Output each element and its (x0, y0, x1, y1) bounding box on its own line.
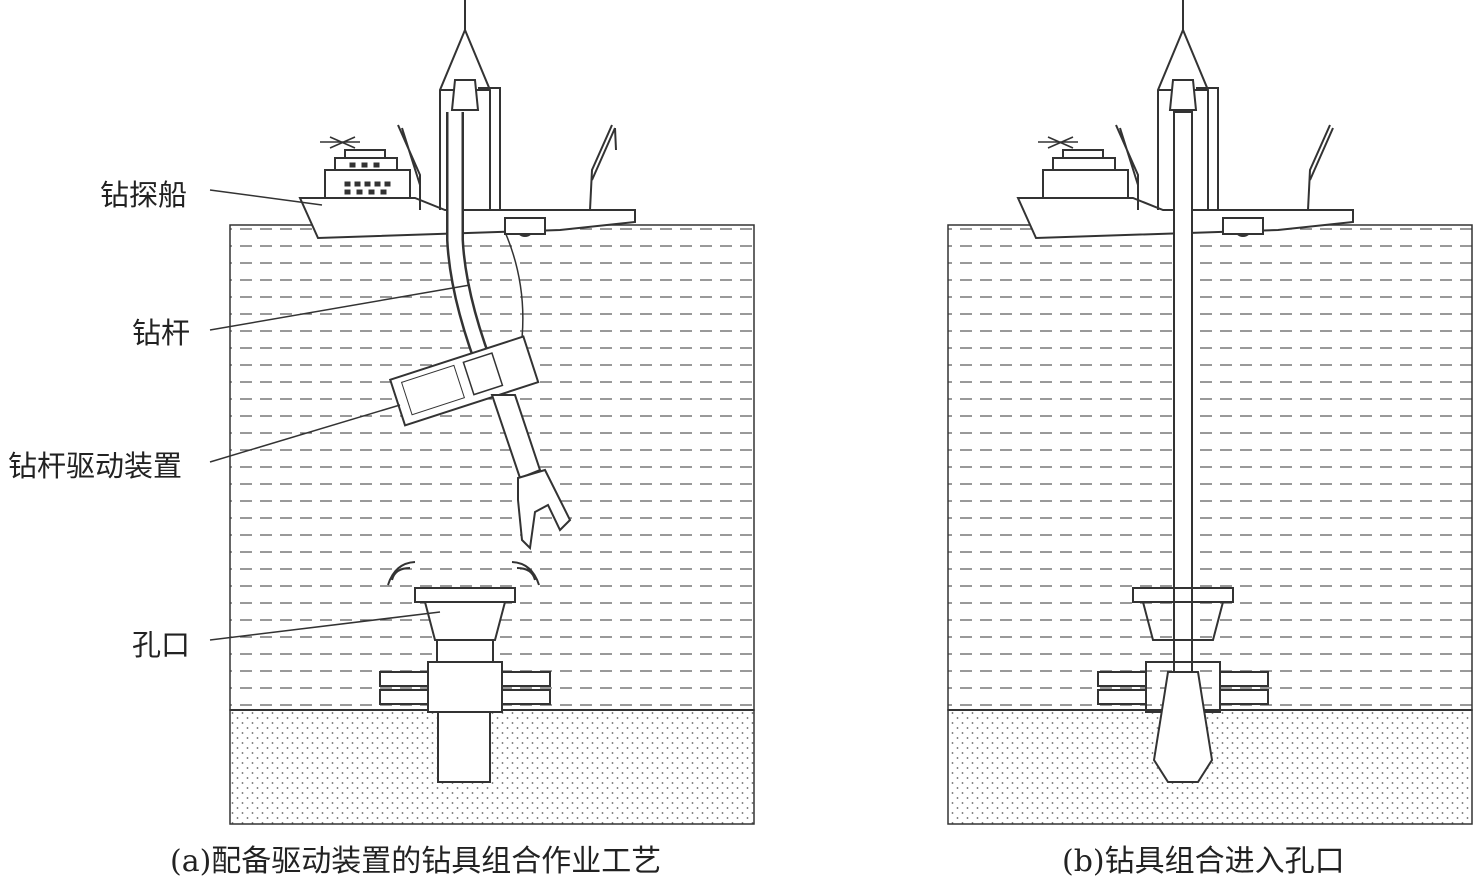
caption-a: (a)配备驱动装置的钻具组合作业工艺 (170, 844, 662, 879)
leader-hole (209, 611, 441, 641)
leader-drive (209, 404, 401, 463)
label-drill-pipe: 钻杆 (132, 316, 191, 350)
seabed-layer (947, 709, 1473, 825)
label-drive-device: 钻杆驱动装置 (8, 449, 183, 483)
drill-tool-claw (490, 394, 572, 551)
hole-mouth (379, 561, 551, 783)
seabed-layer (229, 709, 755, 825)
water-layer (947, 224, 1473, 711)
drill-bit (1152, 671, 1214, 783)
label-ship: 钻探船 (100, 178, 188, 212)
leader-pipe (209, 284, 471, 331)
drive-device (388, 335, 540, 427)
leader-ship (209, 189, 323, 206)
panel-a (209, 0, 755, 825)
label-hole-mouth: 孔口 (132, 628, 191, 662)
caption-b: (b)钻具组合进入孔口 (1062, 844, 1345, 879)
drilling-ship (298, 0, 636, 240)
panel-b (947, 0, 1473, 825)
hole-mouth (1097, 587, 1269, 783)
